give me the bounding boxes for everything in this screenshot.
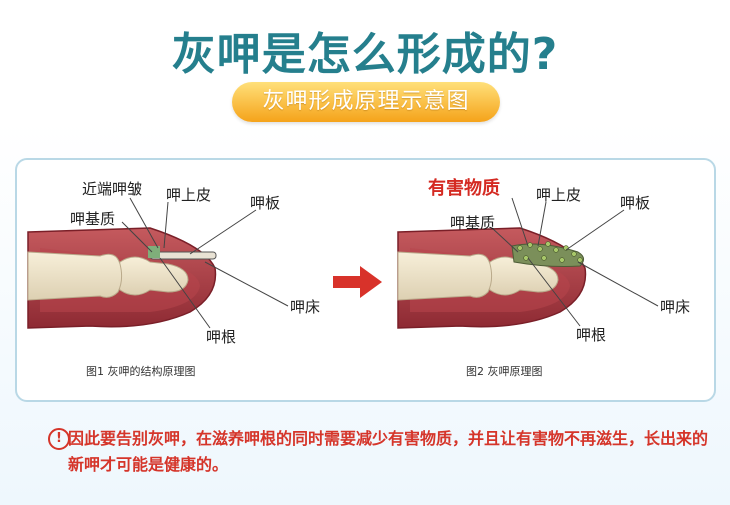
label-eponychium-1: 呷上皮	[166, 186, 211, 204]
label-eponychium-2: 呷上皮	[536, 186, 581, 204]
exclamation-icon: !	[48, 428, 70, 450]
caption-figure-2: 图2 灰呷原理图	[466, 364, 543, 378]
label-nail-bed-2: 呷床	[660, 298, 690, 316]
right-arrow-icon	[333, 266, 382, 298]
label-matrix-1: 呷基质	[70, 210, 115, 228]
label-proximal-fold: 近端呷皱	[82, 180, 142, 198]
bone-middle-2	[398, 252, 492, 300]
label-nail-root-2: 呷根	[576, 326, 606, 344]
label-nail-plate-1: 呷板	[250, 194, 280, 212]
label-nail-plate-2: 呷板	[620, 194, 650, 212]
label-nail-root-1: 呷根	[206, 328, 236, 346]
finger-figure-1	[28, 228, 216, 328]
caption-figure-1: 图1 灰呷的结构原理图	[86, 364, 196, 378]
label-harmful-substance: 有害物质	[428, 177, 500, 199]
advice-note: 因此要告别灰呷，在滋养呷根的同时需要减少有害物质，并且让有害物不再滋生，长出来的…	[68, 426, 708, 478]
label-matrix-2: 呷基质	[450, 214, 495, 232]
finger-figure-2	[398, 228, 585, 328]
bone-middle-1	[28, 252, 122, 300]
label-nail-bed-1: 呷床	[290, 298, 320, 316]
